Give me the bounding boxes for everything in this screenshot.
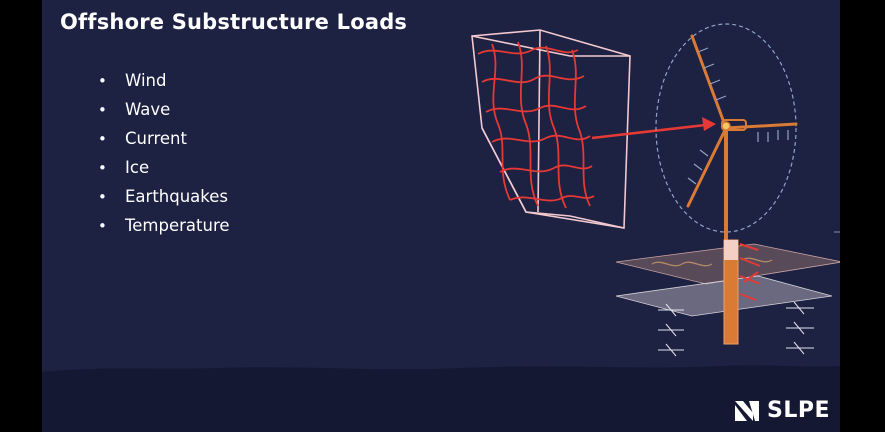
wind-resultant-arrow [591, 117, 716, 140]
rotor-swept-area [655, 23, 797, 233]
blade-load-arrows [687, 47, 789, 185]
wind-turbine [686, 34, 798, 244]
coordinate-axes-icon [834, 231, 840, 233]
slpe-logo: SLPE [733, 398, 830, 423]
list-item-current: •Current [98, 129, 187, 148]
list-item-wind: •Wind [98, 71, 167, 90]
list-item-wave: •Wave [98, 100, 171, 119]
load-type-list: •Wind •Wave •Current •Ice •Earthquakes •… [98, 69, 230, 243]
wind-turbulence-grid [477, 41, 595, 209]
slide: Offshore Substructure Loads •Wind •Wave … [42, 0, 840, 432]
page-title: Offshore Substructure Loads [60, 10, 408, 34]
soil-spring-symbols [658, 301, 814, 357]
list-item-temperature: •Temperature [98, 216, 230, 235]
turbine-load-diagram [471, 23, 840, 357]
monopile-foundation [723, 239, 739, 345]
slpe-mark-icon [734, 400, 759, 421]
logo-text: SLPE [766, 398, 830, 423]
list-item-ice: •Ice [98, 158, 150, 177]
wave-current-load-arrows [739, 243, 761, 301]
wind-field-box [471, 29, 631, 229]
list-item-earthquakes: •Earthquakes [98, 187, 229, 206]
background-hills [42, 365, 840, 432]
